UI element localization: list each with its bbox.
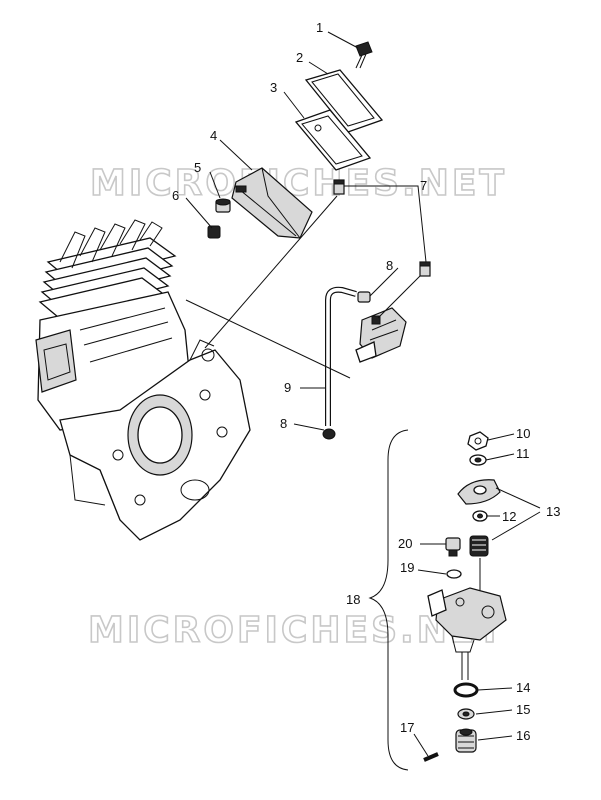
callout-5: 5 xyxy=(194,160,201,175)
callout-17: 17 xyxy=(400,720,414,735)
callout-14: 14 xyxy=(516,680,530,695)
callout-6: 6 xyxy=(172,188,179,203)
callout-4: 4 xyxy=(210,128,217,143)
leader-lines-top xyxy=(185,31,427,431)
plate-part-3 xyxy=(294,109,372,171)
hose-part-9 xyxy=(325,286,357,426)
watermark-bottom: MICROFICHES.NET xyxy=(88,610,505,651)
clip-part-8 xyxy=(357,291,371,303)
callout-15: 15 xyxy=(516,702,530,717)
callout-8: 8 xyxy=(386,258,393,273)
oil-pump-assembly xyxy=(355,307,407,363)
group-bracket xyxy=(368,429,409,771)
pin-part-17 xyxy=(423,752,439,762)
callout-9: 9 xyxy=(284,380,291,395)
callout-16: 16 xyxy=(516,728,530,743)
callout-13: 13 xyxy=(546,504,560,519)
oil-pump-body-part-18 xyxy=(427,587,507,680)
callout-labels: 1 2 3 4 5 6 7 8 9 8 10 11 12 13 20 19 18… xyxy=(172,20,560,743)
gear-part-16 xyxy=(455,728,477,753)
callout-8-lower: 8 xyxy=(280,416,287,431)
watermark-top: MICROFICHES.NET xyxy=(90,163,507,204)
callout-1: 1 xyxy=(316,20,323,35)
leader-lines-bottom xyxy=(413,433,541,757)
bolt-part-20 xyxy=(445,537,461,557)
clip-part-8-lower xyxy=(322,428,336,440)
bolt-part-1 xyxy=(355,41,373,69)
callout-3: 3 xyxy=(270,80,277,95)
callout-2: 2 xyxy=(296,50,303,65)
callout-11: 11 xyxy=(516,446,530,461)
o-ring-part-14 xyxy=(453,682,479,698)
callout-12: 12 xyxy=(502,509,516,524)
callout-7: 7 xyxy=(420,178,427,193)
engine-block xyxy=(35,219,251,541)
gear-part-13 xyxy=(469,535,489,557)
washer-part-19 xyxy=(446,569,462,579)
fitting-part-7 xyxy=(333,179,431,277)
nut-part-5 xyxy=(215,198,231,213)
callout-19: 19 xyxy=(400,560,414,575)
callout-18: 18 xyxy=(346,592,360,607)
callout-20: 20 xyxy=(398,536,412,551)
callout-10: 10 xyxy=(516,426,530,441)
nut-part-10 xyxy=(467,431,489,451)
nut-part-6 xyxy=(207,225,221,239)
